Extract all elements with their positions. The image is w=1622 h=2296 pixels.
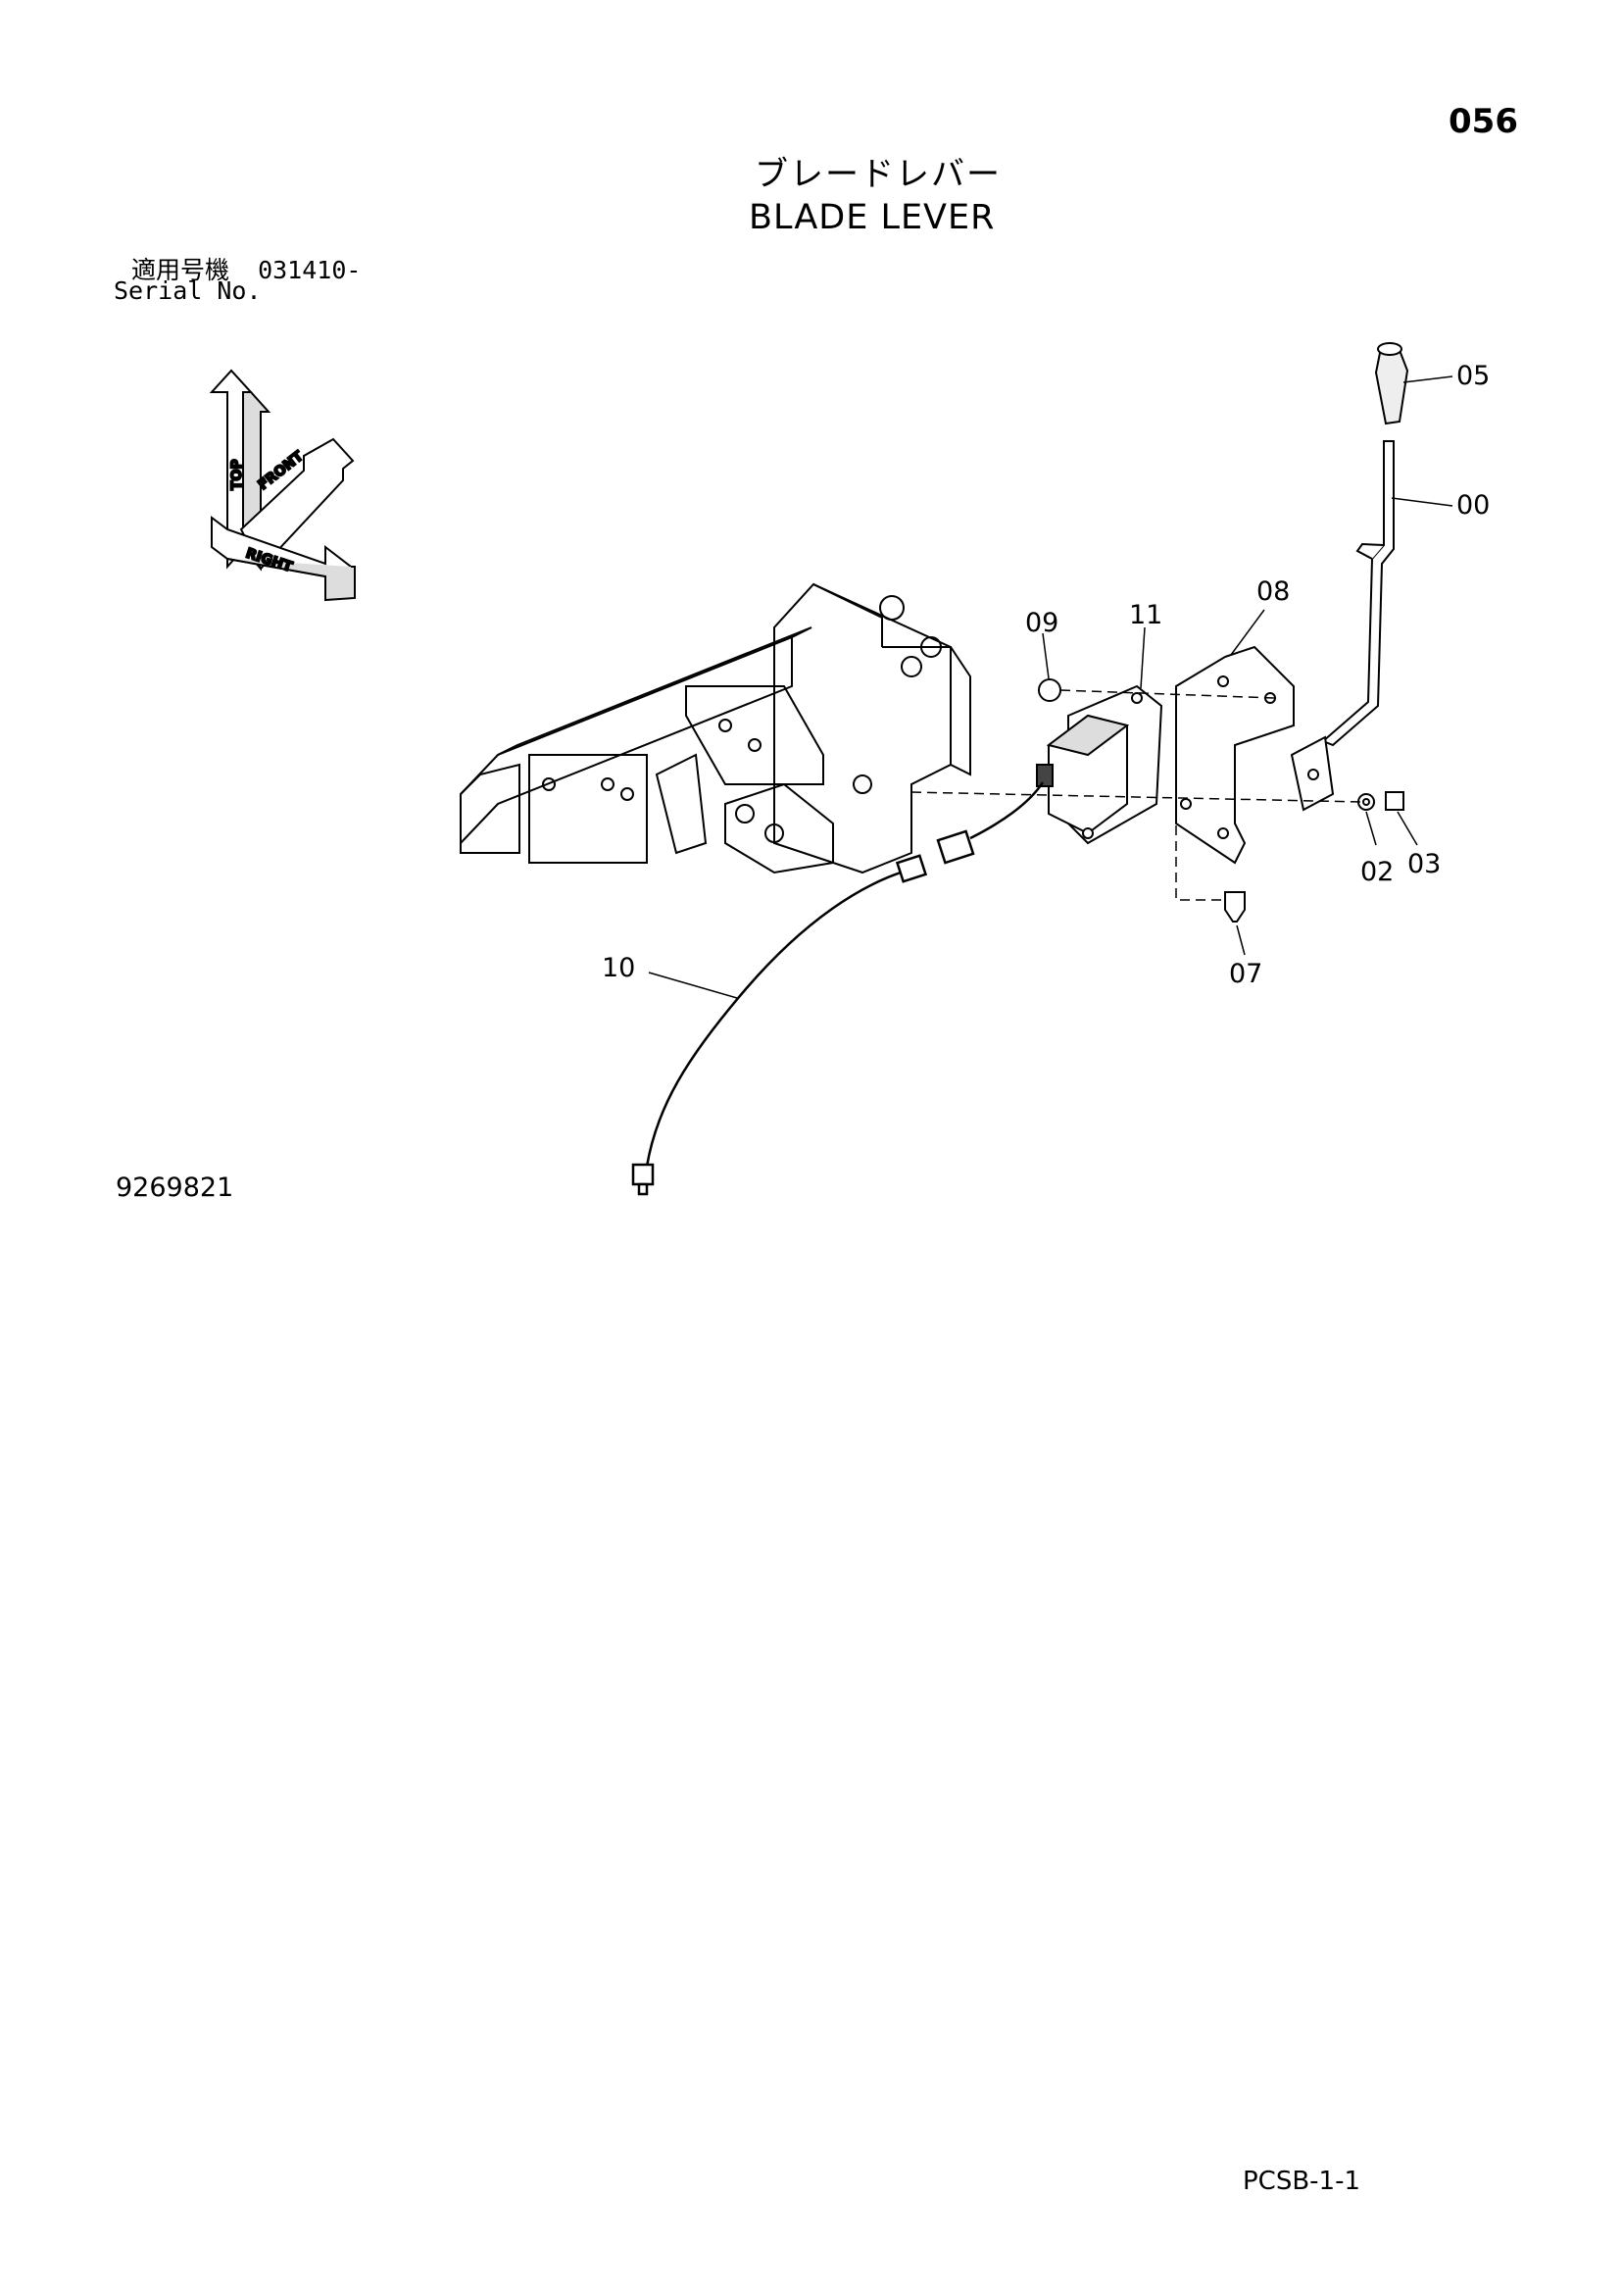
frame-upright-column: [773, 582, 952, 874]
frame-hole: [601, 777, 614, 791]
plate-outline: [1175, 645, 1295, 865]
frame-lower-block: [528, 754, 648, 864]
harness-end-pin: [637, 1182, 649, 1196]
leader-lines: [648, 375, 1453, 999]
plate-hole: [1180, 798, 1192, 810]
frame-hole: [620, 787, 634, 801]
plate-hole: [1217, 827, 1229, 839]
part-label-03: 03: [1407, 849, 1441, 879]
orientation-indicator: TOP FRONT RIGHT: [209, 369, 356, 602]
frame-small-bracket: [655, 753, 708, 855]
title-japanese: ブレードレバー: [755, 155, 1002, 194]
serial-label-english: Serial No.: [114, 276, 262, 305]
washer-part-02-inner: [1362, 798, 1370, 806]
leader-11: [1140, 626, 1146, 689]
lever-bend: [1355, 542, 1385, 560]
harness-connector: [895, 854, 928, 883]
frame-upright-face: [882, 646, 971, 776]
switch-mount-hole: [1082, 827, 1094, 839]
bolt-part-03-icon: [1385, 791, 1404, 811]
lever-knob-top: [1377, 342, 1402, 356]
leader-09: [1042, 632, 1050, 679]
frame-cross-plate: [685, 685, 824, 785]
mounting-plate-part-08: [1175, 645, 1295, 865]
frame-hole: [853, 774, 872, 794]
frame-hole: [764, 824, 784, 843]
frame-upright-side: [812, 583, 883, 647]
orientation-top-label: TOP: [229, 459, 245, 490]
leader-10: [648, 972, 738, 999]
part-label-08: 08: [1256, 576, 1290, 607]
page-code: PCSB-1-1: [1243, 2167, 1361, 2196]
lever-assembly: [1290, 342, 1409, 812]
harness-end-terminal: [631, 1163, 655, 1186]
harness-connector: [936, 829, 975, 865]
serial-applicable-line: 適用号機 031410-: [131, 251, 361, 286]
frame-hole: [542, 777, 556, 791]
hardware-parts: [1038, 678, 1404, 923]
frame-hole: [920, 636, 942, 658]
wire-harness-part-10: [631, 781, 1045, 1196]
part-label-02: 02: [1360, 857, 1394, 887]
leader-00: [1391, 497, 1453, 507]
lever-rod-part-00: [1321, 440, 1395, 747]
part-label-05: 05: [1456, 361, 1490, 391]
leader-08: [1230, 609, 1265, 656]
part-number-labels: 05 00 08 09 11 02 03 07 10: [602, 361, 1490, 989]
plate-hole: [1217, 675, 1229, 687]
serial-label-japanese: 適用号機: [131, 256, 230, 284]
mounting-frame: [460, 582, 971, 874]
serial-value: 031410-: [258, 256, 362, 284]
right-arrow-side: [226, 558, 356, 602]
frame-long-beam: [460, 635, 793, 846]
harness-cable-lower: [645, 867, 914, 1168]
guide-line: [1059, 689, 1275, 699]
lever-knob-part-05-icon: [1374, 343, 1409, 425]
front-arrow-icon: [239, 437, 355, 571]
title-english: BLADE LEVER: [749, 198, 996, 237]
bolt-part-09-icon: [1038, 678, 1061, 702]
frame-hole: [748, 738, 762, 752]
frame-hole: [735, 804, 755, 824]
switch-terminal: [1036, 764, 1054, 787]
page-number: 056: [1449, 102, 1518, 141]
leader-07: [1236, 924, 1246, 956]
frame-hole: [901, 656, 922, 677]
leader-03: [1397, 811, 1418, 846]
switch-top: [1046, 714, 1130, 757]
frame-end-plate: [460, 763, 520, 854]
part-label-10: 10: [602, 953, 635, 983]
leader-05: [1402, 375, 1453, 383]
control-switch-part-11: [1036, 684, 1163, 845]
assembly-guide-lines: [910, 689, 1361, 901]
drawing-number: 9269821: [116, 1173, 234, 1203]
frame-long-beam-top: [497, 626, 812, 756]
lever-bracket-hole: [1307, 769, 1319, 780]
frame-hole: [879, 595, 905, 621]
screw-part-07-icon: [1224, 891, 1246, 923]
part-label-11: 11: [1129, 600, 1162, 630]
switch-mount-hole: [1131, 692, 1143, 704]
guide-line: [910, 791, 1361, 803]
frame-hole: [718, 719, 732, 732]
part-label-07: 07: [1229, 959, 1262, 989]
part-label-09: 09: [1025, 608, 1058, 638]
leader-02: [1365, 811, 1377, 846]
harness-cable-upper: [969, 781, 1045, 840]
frame-foot: [724, 782, 834, 874]
part-label-00: 00: [1456, 490, 1490, 521]
